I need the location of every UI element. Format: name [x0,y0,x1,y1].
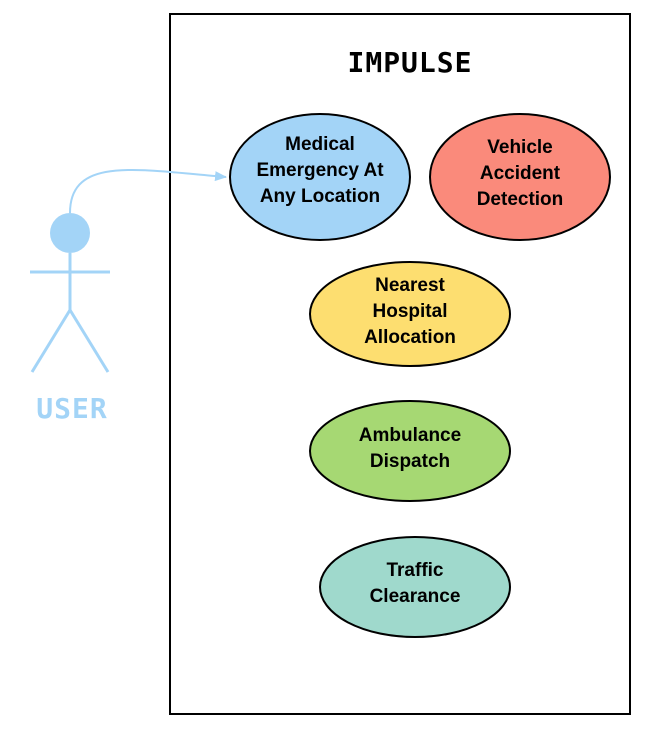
use-case-label-line: Detection [477,189,564,210]
use-case-label-line: Dispatch [370,451,450,472]
use-case-label-line: Vehicle [487,137,553,158]
use-case-label-line: Hospital [373,301,448,322]
use-case-ellipse [429,113,611,241]
use-case-label-line: Allocation [364,327,456,348]
use-case-ellipse [229,113,411,241]
use-case-ellipse [309,400,511,502]
use-case-label-line: Traffic [386,560,443,581]
use-case-ellipse [309,261,511,367]
use-case-label-line: Nearest [375,275,445,296]
actor-left-leg [30,309,72,373]
use-case-label-line: Ambulance [359,425,461,446]
use-case-label-line: Medical [285,134,355,155]
actor-head [50,213,90,253]
actor-right-leg [68,309,110,373]
association-arrow [69,168,227,214]
use-case-ellipse [319,536,511,638]
actor-label: USER [36,392,107,425]
actor-user: USER [30,213,110,425]
use-case-label-line: Accident [480,163,561,184]
use-case-label-line: Any Location [260,186,380,207]
use-case-label-line: Clearance [370,586,461,607]
system-title: IMPULSE [347,46,472,79]
use-case-label-line: Emergency At [256,160,384,181]
